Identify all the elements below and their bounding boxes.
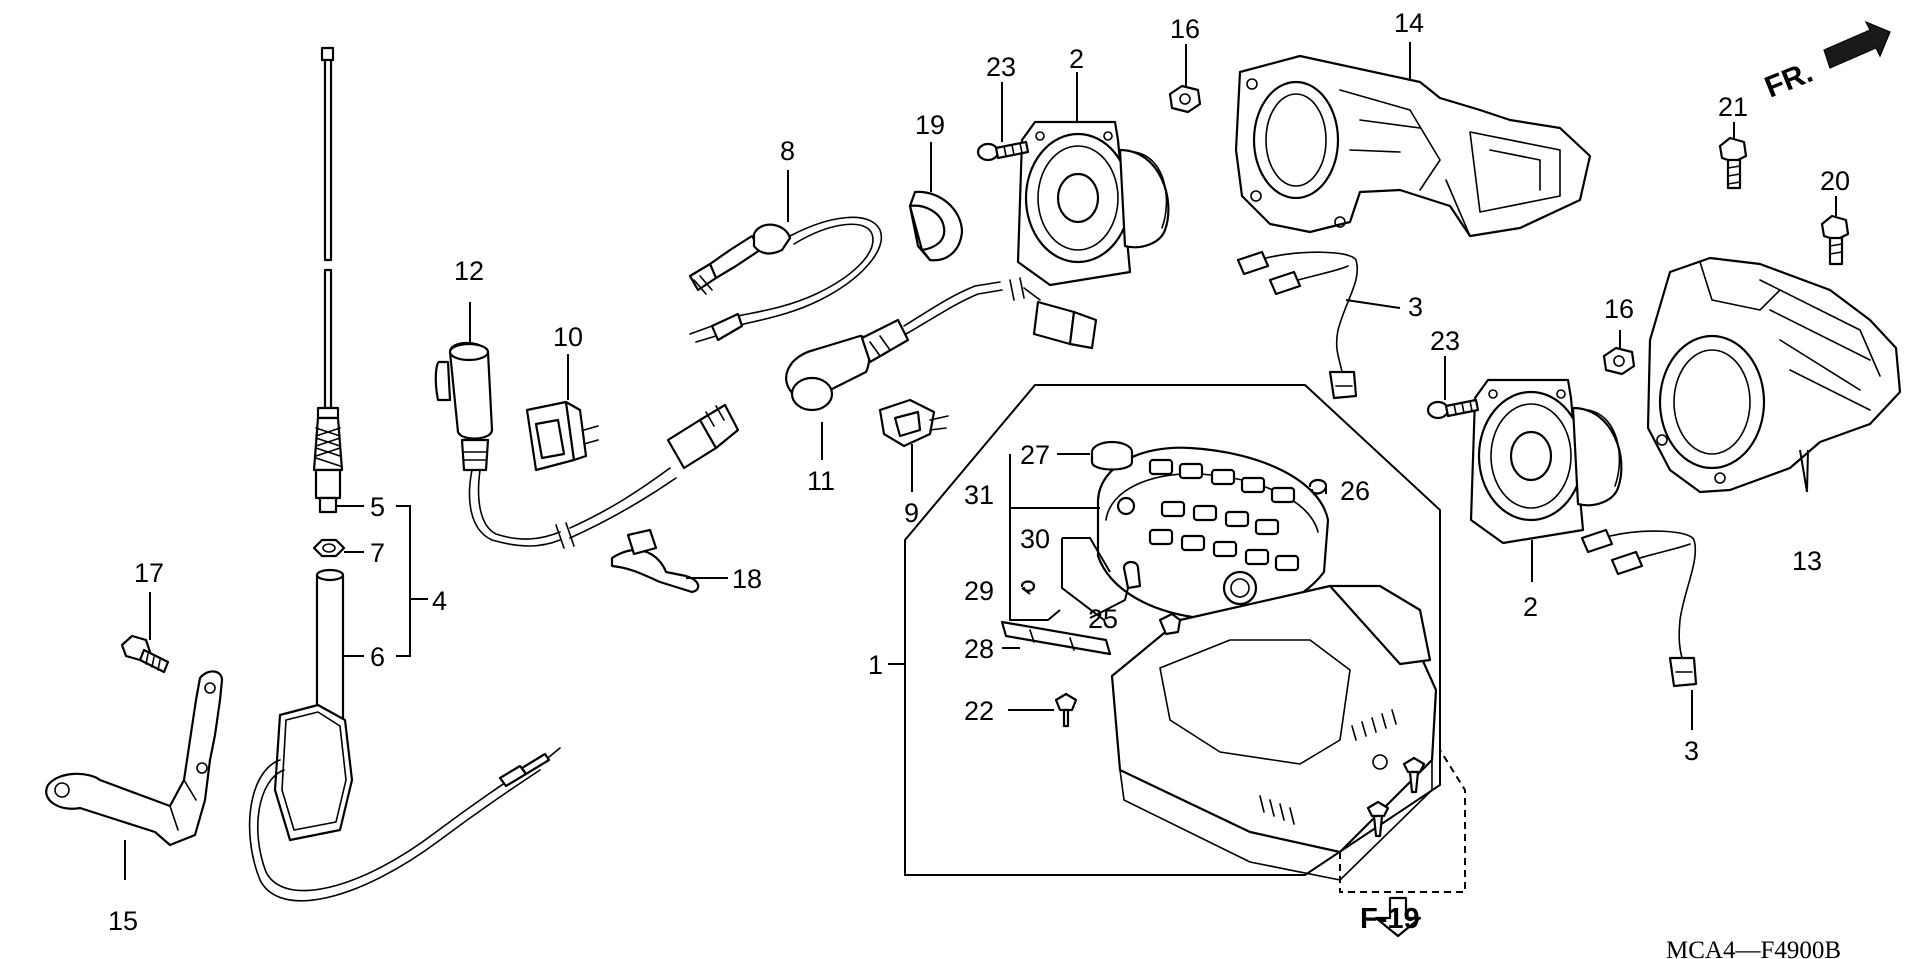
front-direction-arrow	[1823, 20, 1891, 69]
label-18: 18	[732, 564, 762, 594]
cable-tie-18	[610, 528, 700, 594]
label-7: 7	[370, 538, 385, 568]
label-1: 1	[868, 650, 883, 680]
nut-16-lower	[1602, 346, 1636, 376]
screw-23-lower	[1426, 398, 1480, 420]
label-11: 11	[807, 466, 835, 496]
reference-f19: F-19	[1360, 903, 1420, 935]
label-30: 30	[1020, 524, 1050, 554]
label-25: 25	[1088, 604, 1118, 634]
label-8: 8	[780, 136, 795, 166]
leader-lines	[124, 42, 1837, 880]
label-16-upper: 16	[1170, 14, 1200, 44]
speaker-2-lower	[1469, 378, 1623, 545]
label-9: 9	[904, 498, 919, 528]
nut-16-upper	[1168, 84, 1202, 114]
label-12: 12	[454, 256, 484, 286]
clip-9	[878, 398, 949, 448]
label-4: 4	[432, 586, 447, 616]
label-26: 26	[1340, 476, 1370, 506]
switch-10	[525, 400, 599, 472]
label-2-lower: 2	[1523, 592, 1538, 622]
label-6: 6	[370, 642, 385, 672]
audio-cable-8	[688, 216, 883, 343]
harness-3-lower	[1580, 528, 1698, 688]
speaker-enclosure-13	[1646, 256, 1902, 494]
label-15: 15	[108, 906, 138, 936]
label-2-upper: 2	[1069, 44, 1084, 74]
headset-cable-11	[785, 277, 1098, 412]
label-16-lower: 16	[1604, 294, 1634, 324]
front-direction-label: FR.	[1760, 56, 1817, 105]
label-27: 27	[1020, 440, 1050, 470]
label-13: 13	[1792, 546, 1822, 576]
speaker-enclosure-14	[1234, 54, 1592, 238]
bolt-21	[1718, 136, 1748, 190]
accessory-socket	[434, 341, 740, 549]
mounting-bracket	[45, 670, 224, 847]
bolt-17	[120, 634, 170, 674]
label-23-lower: 23	[1430, 326, 1460, 356]
label-10: 10	[553, 322, 583, 352]
audio-unit-assembly	[904, 384, 1466, 938]
label-19: 19	[915, 110, 945, 140]
label-20: 20	[1820, 166, 1850, 196]
label-21: 21	[1718, 92, 1748, 122]
label-23-upper: 23	[986, 52, 1016, 82]
label-14: 14	[1394, 8, 1424, 38]
label-17: 17	[134, 558, 164, 588]
label-3-upper: 3	[1408, 292, 1423, 322]
part-number-labels: 1 2 2 3 3 4 5 6 7 8 9 10 11 12 13 14 15 …	[108, 8, 1850, 936]
label-28: 28	[964, 634, 994, 664]
label-29: 29	[964, 576, 994, 606]
cable-clamp-19	[908, 190, 964, 262]
bolt-20	[1820, 214, 1850, 266]
diagram-code: MCA4—F4900B	[1666, 937, 1841, 959]
label-3-lower: 3	[1684, 736, 1699, 766]
label-5: 5	[370, 492, 385, 522]
label-22: 22	[964, 696, 994, 726]
speaker-2-upper	[1016, 120, 1170, 287]
control-panel-buttons	[1116, 458, 1300, 606]
screw-23-upper	[976, 140, 1030, 162]
harness-3-upper	[1236, 250, 1359, 400]
antenna-assembly	[248, 46, 561, 902]
label-31: 31	[964, 480, 994, 510]
